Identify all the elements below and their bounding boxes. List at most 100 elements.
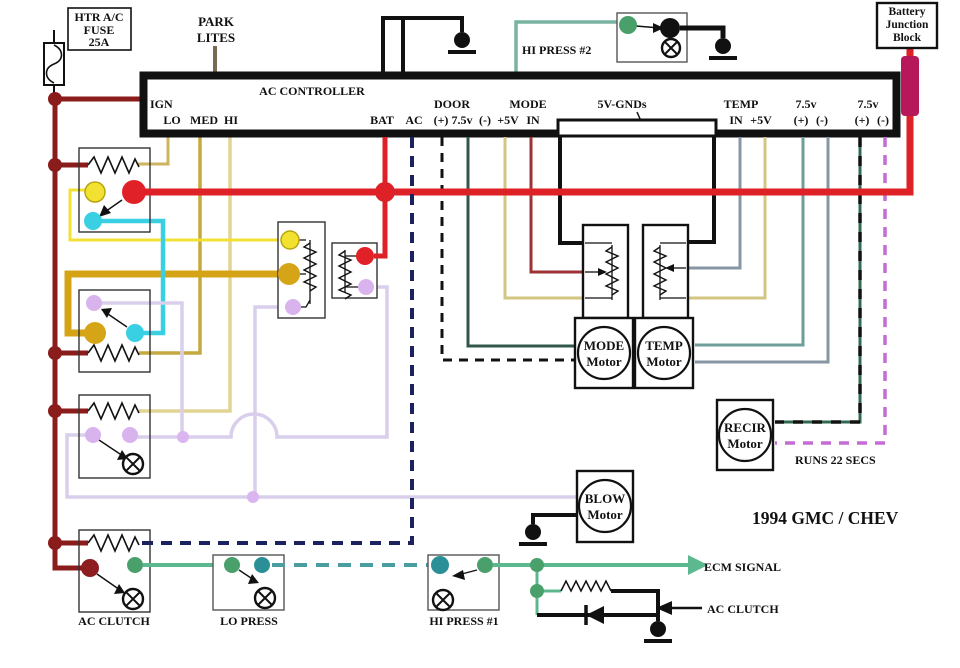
bat-wire (374, 137, 388, 259)
pin-label: TEMP (724, 97, 759, 111)
mode-pot (581, 223, 630, 320)
pin-label: (-) (816, 113, 828, 127)
battery-label-line1: Battery (888, 6, 925, 18)
htr-ac-fuse: HTR A/C FUSE 25A (43, 7, 132, 96)
pin-label: +5V (750, 113, 772, 127)
yellow-wire (68, 188, 284, 242)
pin-label: (+) (794, 113, 809, 127)
junction-dot (530, 584, 544, 598)
recir-minus-wire (775, 137, 887, 445)
gnd-left-wire (558, 136, 585, 245)
lavender-terminal (85, 427, 101, 443)
relay-box (78, 529, 151, 613)
motor-circle (636, 325, 692, 381)
mode-motor: MODE Motor (573, 316, 635, 390)
relay-3 (78, 394, 151, 479)
ecm-arrow-icon (688, 555, 708, 575)
temp-5v-wire (686, 137, 767, 300)
red-terminal (356, 247, 374, 265)
ground-icon (715, 38, 731, 54)
ground-icon (454, 32, 470, 48)
pin-label: DOOR (434, 97, 470, 111)
yellow-terminal (84, 181, 106, 203)
temp-motor: TEMP Motor (633, 316, 695, 390)
junction-dot (48, 536, 62, 550)
fuse-label-line3: 25A (89, 35, 110, 49)
blower-relay-2 (78, 289, 151, 373)
ac-clutch-relay: AC CLUTCH (78, 529, 151, 628)
pin-label: IN (526, 113, 540, 127)
junction-dot (48, 346, 62, 360)
lamp-x-icon (125, 591, 141, 607)
mode-5v-wire (503, 137, 585, 300)
temp-in-wire (686, 137, 742, 270)
relay-box (78, 289, 151, 373)
pin-label: 5V-GNDs (597, 97, 646, 111)
pin-label: 7.5v (796, 97, 817, 111)
callout-arrow-icon (656, 601, 672, 615)
lavender-terminal (86, 295, 102, 311)
blow-motor-feed-wire (65, 433, 579, 499)
lamp-x-icon (125, 456, 141, 472)
temp-motor-plus-wire (695, 137, 805, 347)
motor-label-line1: TEMP (645, 338, 683, 353)
motor-circle (577, 478, 633, 534)
gold-tap-terminal (278, 263, 300, 285)
controller-ground-bracket (381, 16, 476, 72)
runs-22-secs-label: RUNS 22 SECS (795, 453, 876, 467)
motor-label-line1: MODE (584, 338, 624, 353)
fusible-link-icon (901, 56, 919, 116)
fuse-element-icon (45, 44, 63, 84)
maroon-rail (52, 96, 86, 571)
junction-dot (530, 558, 544, 572)
dark-red-terminal (81, 559, 99, 577)
pin-label: (+) (855, 113, 870, 127)
door-75v-wire (466, 137, 577, 348)
ac-request-wire (141, 137, 414, 545)
controller-title: AC CONTROLLER (259, 84, 365, 98)
green-terminal (619, 16, 637, 34)
pressure-switch-x-icon (257, 590, 273, 606)
motor-label-line2: Motor (587, 507, 623, 522)
ecm-signal-label: ECM SIGNAL (704, 560, 781, 574)
cyan-terminal (84, 212, 102, 230)
ac-clutch-coil-circuit: AC CLUTCH (530, 558, 779, 643)
lavender-terminal (358, 279, 374, 295)
blower-tap-wire (253, 305, 293, 497)
junction-dot (375, 182, 395, 202)
green-terminal (477, 557, 493, 573)
park-lites: PARK LITES (197, 14, 235, 72)
hi-press-1-label: HI PRESS #1 (429, 614, 498, 628)
switch-arrow-icon (101, 308, 112, 318)
series-resistor-box (331, 242, 378, 300)
blower-hi-wire (139, 137, 232, 413)
park-lites-label-line2: LITES (197, 30, 235, 45)
blow-motor: BLOW Motor (519, 469, 635, 546)
motor-label-line2: Motor (646, 354, 682, 369)
hi-press-2-label: HI PRESS #2 (522, 43, 591, 57)
teal-terminal (254, 557, 270, 573)
red-terminal (122, 180, 146, 204)
fuse-label-box (67, 7, 132, 51)
junction-dot (48, 404, 62, 418)
black-terminal (660, 18, 680, 38)
ground-bracket-wire (381, 16, 464, 72)
temp-pot (641, 223, 690, 320)
relay-coil-icon (87, 402, 140, 420)
gnd-right-wire (686, 136, 716, 244)
motor-label-line1: BLOW (585, 491, 625, 506)
battery-label-line2: Junction (886, 19, 929, 31)
teal-terminal (431, 556, 449, 574)
yellow-tap-terminal (280, 230, 300, 250)
wiper-arrow-icon (665, 264, 674, 272)
switch-arrow-icon (653, 23, 664, 33)
fuse-label-line2: FUSE (84, 23, 115, 37)
pressure-switch-x-icon (435, 592, 451, 608)
pin-label: +5V (497, 113, 519, 127)
ac-clutch-callout-label: AC CLUTCH (707, 602, 779, 616)
pin-label: (-) (877, 113, 889, 127)
recir-motor: RECIR Motor (715, 398, 775, 472)
switch-arrow-icon (248, 574, 259, 584)
hi-press-2-ground-wire (680, 25, 726, 38)
